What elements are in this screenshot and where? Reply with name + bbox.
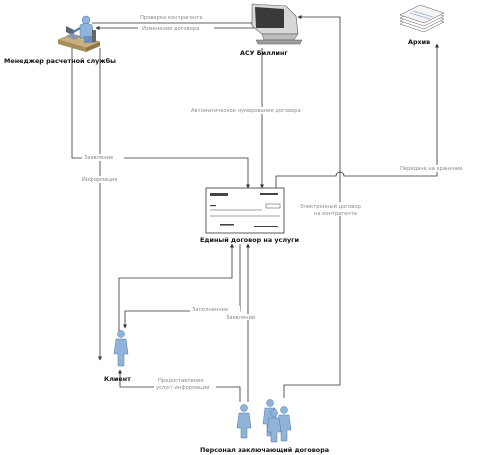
- client-label: Клиент: [104, 375, 131, 383]
- archive-label: Архив: [408, 38, 430, 46]
- edge-personnel-asu: [283, 15, 341, 398]
- flow-label-information: Информация: [82, 177, 117, 183]
- flow-label-auto-numbering: Автоматическое нумерование договора: [191, 108, 301, 114]
- edge-manager-contract: [71, 48, 250, 189]
- flow-label-electronic-contract-2: на контрагента: [314, 211, 357, 217]
- flow-label-application-top: Заявление: [84, 155, 113, 161]
- person-at-desk-icon: [57, 15, 101, 52]
- flow-labels: Проверка контрагента Изменение договора …: [80, 14, 474, 391]
- monitor-icon: [251, 3, 303, 45]
- flow-label-electronic-contract-1: Электронный договор: [300, 203, 362, 210]
- archive-node: Архив: [399, 4, 445, 46]
- flow-label-check-contractor-1: Проверка контрагента: [140, 15, 203, 21]
- flow-label-provide-info-2: услуг/ информации: [156, 385, 209, 391]
- manager-node: Менеджер расчетной службы: [4, 15, 116, 65]
- flow-label-transfer-archive: Передача на хранение: [400, 166, 463, 172]
- flow-label-provide-info-1: Предоставление: [158, 378, 204, 384]
- personnel-label: Персонал заключающий договора: [200, 446, 329, 454]
- group-of-people-icon: [236, 399, 292, 443]
- flow-label-check-contractor-2: Изменение договора: [142, 26, 199, 32]
- contract-label: Единый договор на услуги: [200, 236, 299, 244]
- client-node: Клиент: [104, 330, 131, 383]
- manager-label: Менеджер расчетной службы: [4, 57, 116, 65]
- flow-label-signed-application-1: Заполненное: [192, 307, 228, 313]
- document-stack-icon: [399, 4, 445, 33]
- edge-client-contract: [118, 243, 234, 332]
- person-icon: [113, 330, 129, 367]
- flow-label-signed-application-2: Заявление: [226, 315, 255, 321]
- asu-label: АСУ Биллинг: [240, 49, 288, 57]
- personnel-node: Персонал заключающий договора: [200, 399, 329, 454]
- asu-node: АСУ Биллинг: [240, 3, 303, 57]
- edges: [71, 15, 439, 402]
- edge-contract-client: [123, 244, 241, 329]
- contract-node: Единый договор на услуги: [200, 187, 299, 244]
- contract-document-icon: [205, 187, 285, 234]
